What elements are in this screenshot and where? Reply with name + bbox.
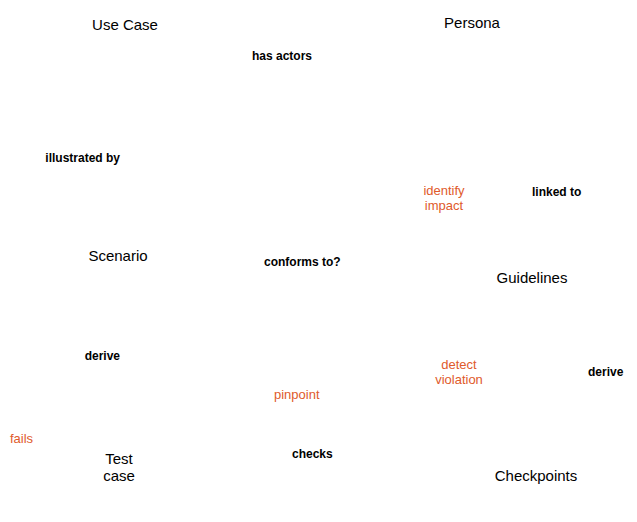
stick-figure (72, 44, 94, 90)
use-case-box: Use Case (52, 10, 198, 110)
checkpoints-ellipse: Checkpoints (448, 436, 624, 516)
outline-shape (451, 241, 614, 316)
leader-line (44, 442, 78, 458)
edge-label: conforms to? (262, 256, 343, 270)
edge-label: derive (56, 350, 122, 364)
relation-arrow (198, 69, 414, 71)
relation-arrow (521, 138, 523, 240)
node-text: Use Case (92, 16, 158, 33)
violated-checkpoint (480, 456, 491, 467)
node-text: Persona (444, 14, 500, 31)
node-text: Guidelines (497, 269, 568, 286)
node-text: Test case (92, 450, 146, 485)
relation-arrow (577, 309, 579, 440)
edge-label: checks (290, 448, 335, 462)
edge-label: pinpoint (272, 388, 322, 403)
edge-label: has actors (250, 50, 314, 64)
callout-label: fails (8, 432, 35, 447)
relation-arrow (166, 277, 450, 279)
node-text: Checkpoints (495, 467, 578, 484)
outline-shape (53, 11, 198, 110)
relation-arrow (124, 110, 126, 228)
persona-portrait (436, 36, 510, 128)
edge-label: detect violation (428, 358, 490, 388)
persona-page: Persona (414, 8, 530, 138)
outline-shape (449, 437, 624, 516)
outline-shape (77, 434, 162, 501)
trace-arrow (490, 311, 501, 442)
relation-arrow (163, 466, 451, 468)
edge-label: linked to (530, 186, 583, 200)
relation-arrow (124, 284, 127, 432)
edge-label: derive (586, 366, 625, 380)
node-text: Scenario (88, 247, 147, 264)
edge-label: illustrated by (8, 152, 122, 166)
use-case-ellipse (122, 50, 182, 86)
use-case-arrow (99, 63, 119, 73)
test-case-octagon: Test case (75, 432, 163, 502)
outline-shape (71, 229, 166, 284)
outline-shape (415, 9, 530, 138)
guidelines-ellipse: Guidelines (450, 240, 614, 316)
scenario-box: Scenario (70, 228, 166, 284)
edge-label: identify impact (414, 184, 474, 214)
checkpoint-dots (460, 442, 611, 515)
